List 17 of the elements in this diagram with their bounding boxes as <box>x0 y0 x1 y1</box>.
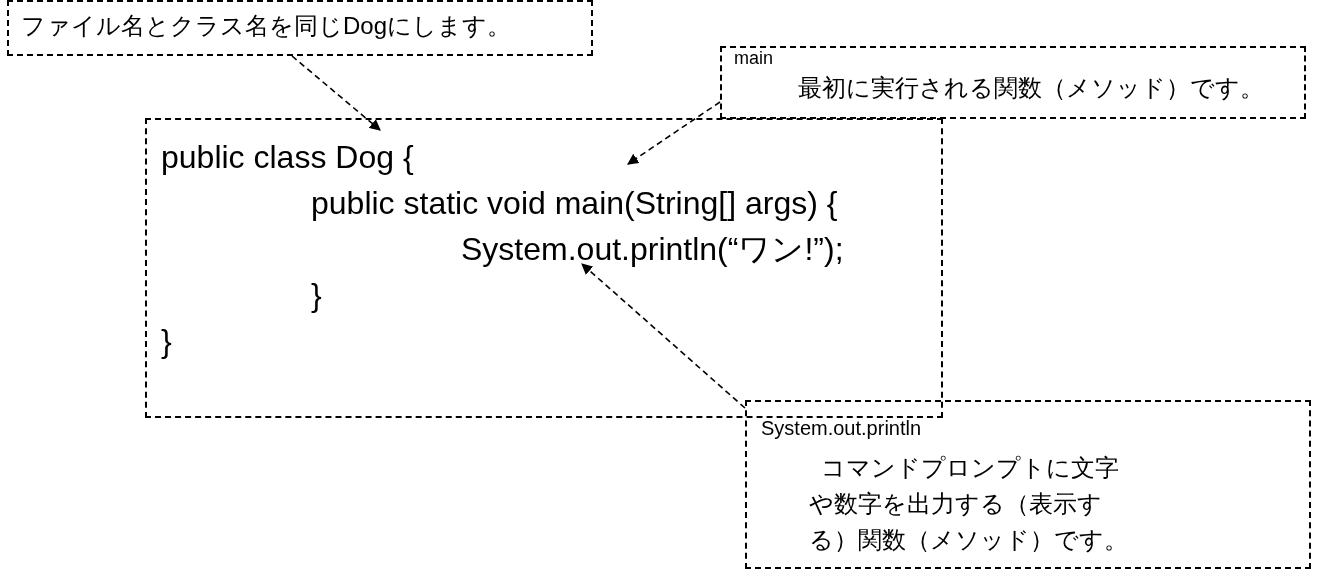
leader-line <box>291 55 381 131</box>
callout-text: コマンドプロンプトに文字や数字を出力する（表示する）関数（メソッド）です。 <box>809 453 1129 555</box>
callout-text: 最初に実行される関数（メソッド）です。 <box>798 74 1264 103</box>
callout-heading: System.out.println <box>761 416 922 440</box>
code-line: System.out.println(“ワン!”); <box>461 230 844 269</box>
callout-text: ファイル名とクラス名を同じDogにします。 <box>21 12 512 41</box>
leader-line <box>581 263 746 409</box>
code-line: } <box>311 276 322 315</box>
code-line: public static void main(String[] args) { <box>311 184 838 223</box>
leader-line <box>627 101 721 165</box>
callout-box <box>7 0 593 56</box>
code-line: public class Dog { <box>161 138 414 177</box>
callout-box <box>745 400 1311 569</box>
code-line: } <box>161 322 172 361</box>
code-panel <box>145 118 943 418</box>
callout-box <box>720 46 1306 119</box>
callout-heading: main <box>734 48 773 70</box>
